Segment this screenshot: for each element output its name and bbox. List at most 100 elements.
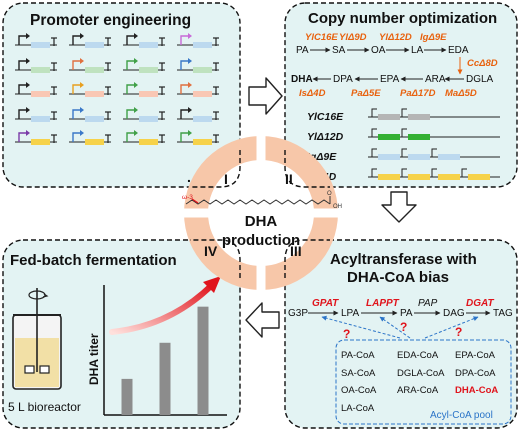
- acyl-coa-item: ARA-CoA: [397, 385, 439, 396]
- center-label-dha: DHA: [245, 213, 278, 230]
- acyl-coa-item: DPA-CoA: [455, 368, 496, 379]
- metabolite-dha: DHA: [291, 74, 313, 85]
- acyl-coa-pool-box: [335, 339, 512, 425]
- metabolite-oa: OA: [371, 45, 386, 56]
- metabolite-sa: SA: [332, 45, 346, 56]
- promoter-construct: [15, 82, 57, 97]
- acyl-coa-item: EDA-CoA: [397, 350, 439, 361]
- panel-title-promoter: Promoter engineering: [30, 12, 191, 29]
- chart-bar: [121, 378, 133, 415]
- enzyme-igd9e: IgΔ9E: [420, 32, 447, 43]
- enzyme-lappt: LAPPT: [366, 298, 400, 309]
- trend-arrowhead: [203, 276, 221, 293]
- center-ring: [184, 136, 338, 290]
- roman-ii: II: [285, 171, 293, 187]
- question-gpat: ?: [343, 327, 350, 341]
- metabolite-la: LA: [411, 45, 424, 56]
- roman-i: I: [224, 171, 228, 187]
- panel-promoter-engineering: Promoter engineering ......: [2, 2, 241, 188]
- panel-copy-number: Copy number optimization YlC16E YlΔ9D Yl…: [284, 2, 518, 188]
- promoter-construct: [177, 82, 219, 97]
- metabolite-tag: TAG: [493, 308, 513, 319]
- promoter-construct: [69, 33, 111, 48]
- chart-ylabel: DHA titer: [87, 333, 101, 385]
- construct-label-ylc16e: YlC16E: [307, 111, 344, 123]
- promoter-construct: [15, 33, 57, 48]
- metabolite-g3p: G3P: [288, 308, 308, 319]
- promoter-construct: [123, 33, 165, 48]
- dha-titer-chart: DHA titer: [87, 276, 227, 416]
- enzyme-gpat: GPAT: [312, 298, 339, 309]
- enzyme-mad5d: MaΔ5D: [445, 88, 477, 99]
- enzyme-pad17d: PaΔ17D: [400, 88, 436, 99]
- promoter-construct: [177, 58, 219, 73]
- enzyme-yld12d: YlΔ12D: [379, 32, 412, 43]
- enzyme-pad5e: PaΔ5E: [351, 88, 381, 99]
- roman-iv: IV: [204, 243, 218, 259]
- chart-bar: [159, 342, 171, 415]
- metabolite-eda: EDA: [448, 45, 469, 56]
- panel-title-copy: Copy number optimization: [308, 10, 497, 27]
- promoter-construct: [69, 130, 111, 145]
- panel-title-acyl-1: Acyltransferase with: [330, 251, 477, 268]
- trend-arrow: [109, 282, 215, 335]
- copy-construct: [368, 148, 500, 160]
- dha-molecule-icon: [185, 196, 331, 205]
- acyl-coa-item: DHA-CoA: [455, 385, 498, 396]
- metabolite-pa2: PA: [400, 308, 413, 319]
- metabolite-epa: EPA: [380, 74, 400, 85]
- enzyme-ccd8d: CcΔ8D: [467, 58, 498, 69]
- metabolite-dag: DAG: [443, 308, 465, 319]
- chart-bars: [121, 306, 209, 415]
- copy-number-constructs: [368, 108, 500, 180]
- enzyme-isd4d: IsΔ4D: [299, 88, 326, 99]
- metabolite-lpa: LPA: [341, 308, 359, 319]
- flow-arrows: [245, 77, 417, 338]
- panel-fed-batch: Fed-batch fermentation 5 L bioreactor DH…: [2, 239, 241, 429]
- question-dgat: ?: [455, 325, 462, 339]
- promoter-construct: [177, 107, 219, 122]
- promoter-construct: [123, 107, 165, 122]
- metabolite-dgla: DGLA: [466, 74, 494, 85]
- metabolite-dpa: DPA: [333, 74, 353, 85]
- promoter-construct: [15, 107, 57, 122]
- question-lappt: ?: [400, 320, 407, 334]
- copy-construct: [368, 168, 500, 180]
- arrow-i-to-ii: [248, 77, 283, 115]
- promoter-construct: [15, 130, 57, 145]
- promoter-construct: [69, 58, 111, 73]
- bioreactor-label: 5 L bioreactor: [8, 400, 81, 414]
- promoter-construct: [15, 58, 57, 73]
- promoter-construct: [123, 130, 165, 145]
- enzyme-dgat: DGAT: [466, 298, 494, 309]
- promoter-construct-grid: [15, 33, 219, 145]
- enzyme-pap: PAP: [418, 298, 438, 309]
- acyl-coa-item: DGLA-CoA: [397, 368, 445, 379]
- metabolite-ara: ARA: [425, 74, 446, 85]
- acyl-coa-item: SA-CoA: [341, 368, 376, 379]
- construct-label-yld12d: YlΔ12D: [307, 131, 344, 143]
- acyl-coa-pool-grid: PA-CoA EDA-CoA EPA-CoA SA-CoA DGLA-CoA DPA-Co…: [341, 350, 498, 414]
- enzyme-yld9d: YlΔ9D: [339, 32, 367, 43]
- center-label-production: production: [222, 232, 300, 249]
- acyl-coa-item: LA-CoA: [341, 403, 375, 414]
- promoter-construct: [177, 33, 219, 48]
- promoter-construct: [123, 82, 165, 97]
- acyl-coa-item: EPA-CoA: [455, 350, 496, 361]
- panel-acyltransferase: Acyltransferase with DHA-CoA bias G3P LP…: [284, 239, 518, 429]
- acyl-coa-item: OA-CoA: [341, 385, 377, 396]
- carboxyl-oh: OH: [333, 204, 342, 210]
- promoter-construct: [69, 107, 111, 122]
- pool-arrows: [321, 315, 479, 339]
- promoter-construct: [69, 82, 111, 97]
- panel-title-acyl-2: DHA-CoA bias: [347, 269, 449, 286]
- metabolite-pa: PA: [296, 45, 309, 56]
- promoter-construct: [177, 130, 219, 145]
- arrow-ii-to-iii: [381, 191, 417, 223]
- chart-bar: [197, 306, 209, 415]
- acyl-coa-item: PA-CoA: [341, 350, 375, 361]
- promoter-construct: [123, 58, 165, 73]
- copy-construct: [368, 108, 500, 120]
- arrow-iii-to-iv: [245, 302, 280, 338]
- copy-construct: [368, 128, 500, 140]
